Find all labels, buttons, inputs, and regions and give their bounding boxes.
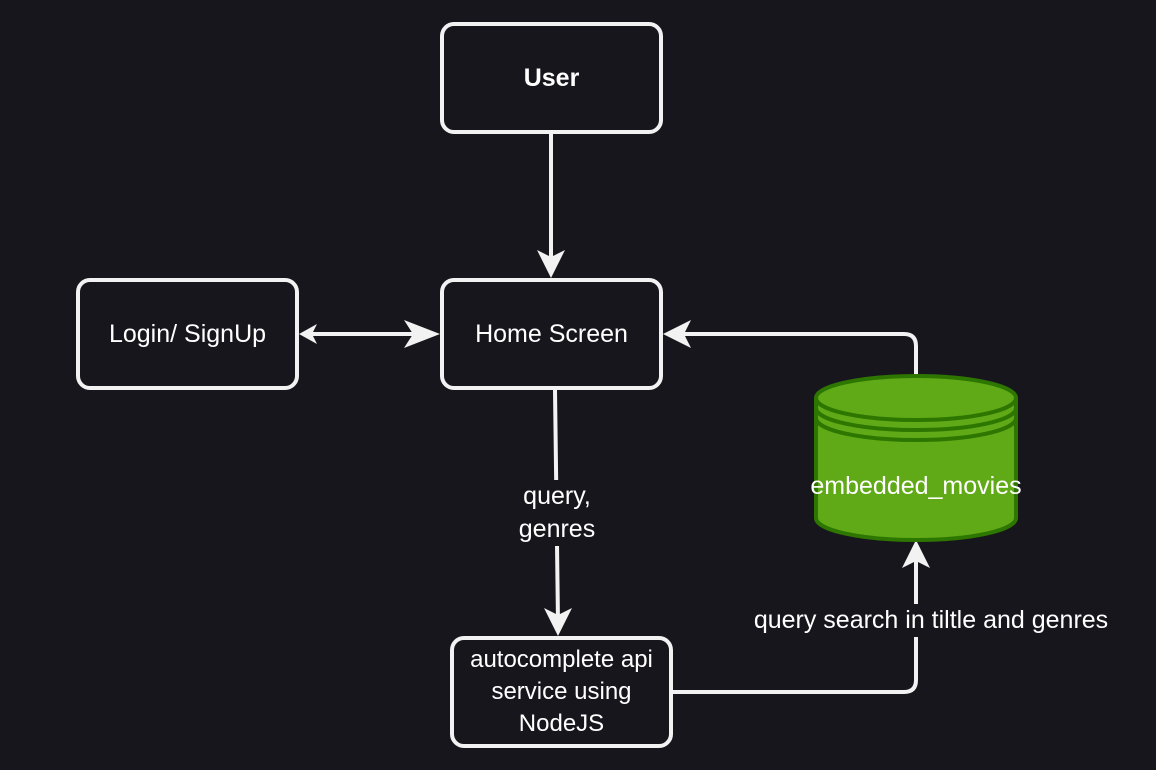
edge-label-line: query, [523, 482, 591, 510]
arrowhead-login-side-icon [299, 324, 317, 344]
arrowhead-database-bottom-icon [902, 540, 930, 568]
node-user[interactable]: User [440, 22, 663, 134]
node-autocomplete-api[interactable]: autocomplete api service using NodeJS [450, 636, 673, 748]
node-home-screen[interactable]: Home Screen [440, 278, 663, 390]
node-login-signup[interactable]: Login/ SignUp [76, 278, 299, 390]
node-api-line: autocomplete api [470, 646, 653, 673]
node-home-label: Home Screen [475, 319, 628, 348]
node-user-label: User [523, 63, 580, 92]
database-cylinder-icon [814, 374, 1018, 542]
database-label: embedded_movies [810, 472, 1022, 500]
edge-label-query-genres: query, genres [502, 480, 612, 546]
arrowhead-home-right-icon [663, 320, 691, 348]
node-api-label: autocomplete api service using NodeJS [470, 644, 653, 740]
edge-api-to-database [673, 556, 918, 694]
node-api-line: NodeJS [518, 710, 605, 737]
edge-database-to-home [678, 332, 918, 375]
arrowhead-api-top-icon [544, 608, 572, 636]
arrowhead-home-left-icon [404, 320, 440, 348]
arrowhead-home-top-icon [537, 250, 565, 278]
node-login-label: Login/ SignUp [108, 319, 267, 348]
edge-label-line: genres [518, 515, 596, 543]
edge-label-search: query search in tiltle and genres [733, 604, 1129, 637]
node-api-line: service using [491, 678, 632, 705]
